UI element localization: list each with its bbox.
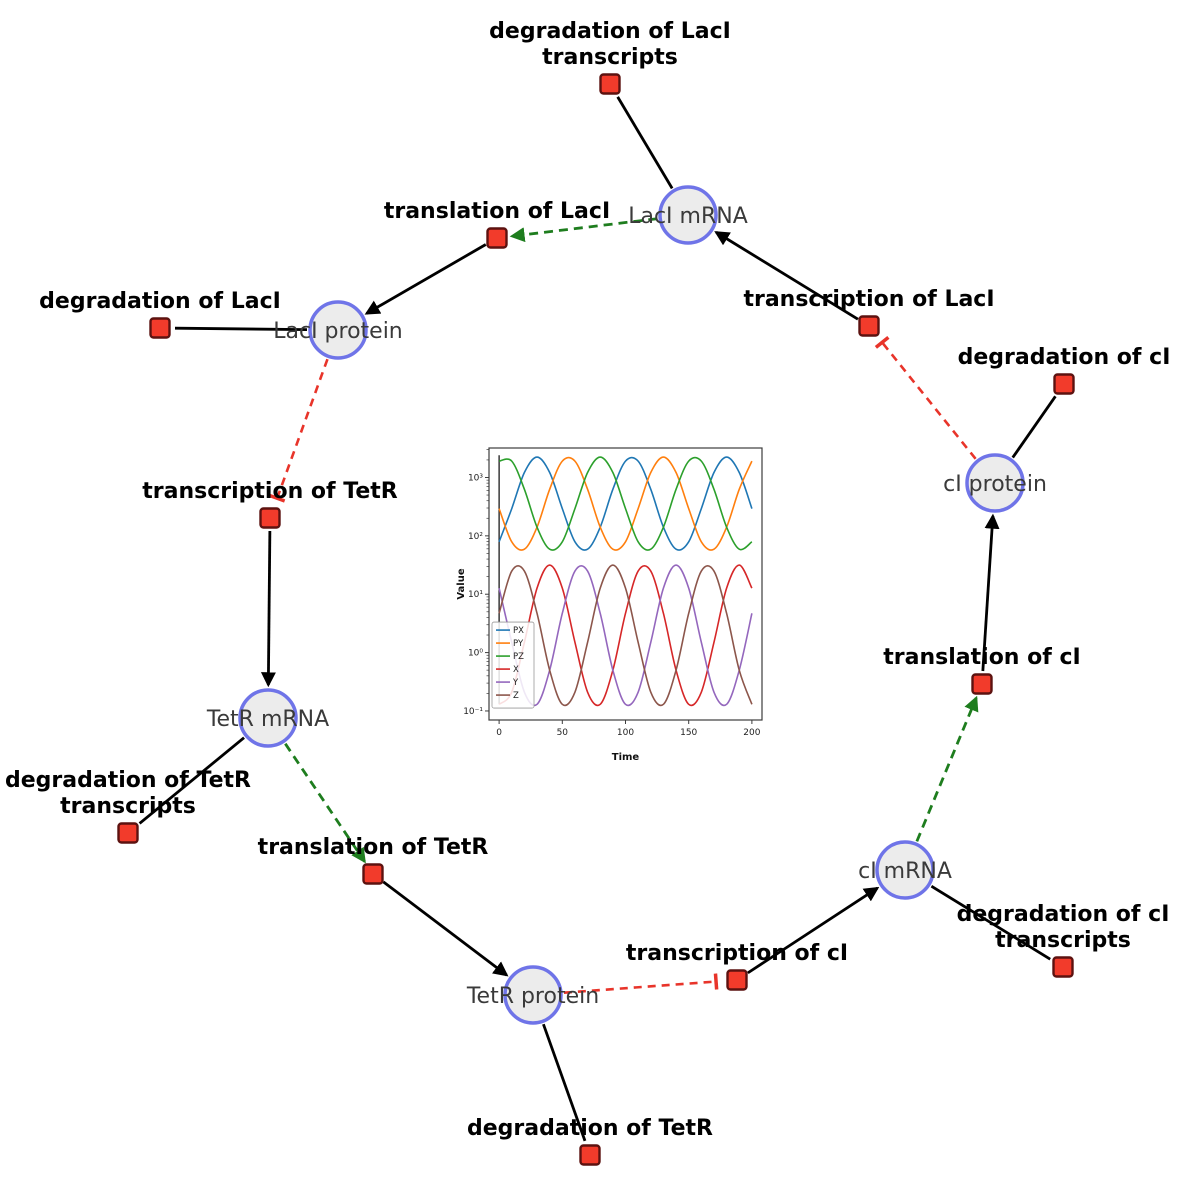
reaction-tl_ci <box>971 673 993 695</box>
edge-laci_protein-deg_laci <box>174 326 308 332</box>
reaction-label-deg_ci: degradation of cI <box>958 345 1171 370</box>
reaction-label-deg_tetr_tx: degradation of TetR <box>5 768 251 793</box>
y-tick-label: 10¹ <box>468 590 483 600</box>
y-axis-label: Value <box>456 568 467 599</box>
species-tetr_mrna <box>238 688 298 748</box>
reaction-tx_ci <box>726 969 748 991</box>
edge-tetr_protein-tx_ci <box>563 973 719 995</box>
legend-label-X: X <box>513 665 519 675</box>
y-tick-label: 10² <box>468 532 483 542</box>
edge-tl_tetr-tetr_protein <box>382 880 509 977</box>
edge-tl_ci-ci_protein <box>981 513 1000 672</box>
species-ci_protein <box>965 453 1025 513</box>
reaction-tl_laci <box>486 227 508 249</box>
edge-ci_mrna-tl_ci <box>915 695 979 842</box>
reaction-label-tl_ci: translation of cI <box>883 645 1080 670</box>
legend-label-Y: Y <box>512 678 519 688</box>
reaction-label-deg_tetr_tx: transcripts <box>60 794 196 819</box>
reaction-deg_laci_tx <box>599 73 621 95</box>
edge-tx_ci-ci_mrna <box>747 886 880 975</box>
x-tick-label: 0 <box>496 728 502 738</box>
y-tick-label: 10⁰ <box>468 649 483 659</box>
legend-label-PX: PX <box>513 626 524 636</box>
reaction-deg_ci <box>1053 373 1075 395</box>
x-tick-label: 100 <box>617 728 634 738</box>
series-PZ <box>498 456 753 551</box>
reaction-label-deg_ci_tx: degradation of cI <box>957 902 1170 927</box>
reaction-deg_ci_tx <box>1052 956 1074 978</box>
edges-layer <box>138 96 1057 1142</box>
species-label-laci_mrna: LacI mRNA <box>628 204 748 229</box>
edge-laci_protein-tx_tetr <box>269 358 329 503</box>
reaction-label-tx_ci: transcription of cI <box>626 941 848 966</box>
y-tick-label: 10⁻¹ <box>463 707 483 717</box>
edge-ci_mrna-deg_ci_tx <box>930 885 1051 961</box>
edge-ci_protein-deg_ci <box>1011 395 1057 459</box>
reaction-deg_tetr_tx <box>117 822 139 844</box>
species-laci_protein <box>308 300 368 360</box>
edge-tx_laci-laci_mrna <box>714 231 859 321</box>
edge-tetr_mrna-tl_tetr <box>284 742 366 864</box>
reaction-deg_tetr <box>579 1144 601 1166</box>
x-tick-label: 150 <box>680 728 697 738</box>
x-tick-label: 200 <box>743 728 760 738</box>
reaction-tl_tetr <box>362 863 384 885</box>
series-PY <box>498 456 753 551</box>
reaction-deg_laci <box>149 317 171 339</box>
edge-laci_mrna-tl_laci <box>509 217 658 243</box>
reaction-label-deg_laci_tx: transcripts <box>542 45 678 70</box>
species-tetr_protein <box>503 965 563 1025</box>
nodes-layer <box>117 73 1075 1166</box>
reaction-label-tl_tetr: translation of TetR <box>258 835 489 860</box>
species-label-tetr_protein: TetR protein <box>466 984 599 1009</box>
series-Z <box>498 564 753 707</box>
species-ci_mrna <box>875 840 935 900</box>
x-tick-label: 50 <box>557 728 569 738</box>
species-label-tetr_mrna: TetR mRNA <box>206 707 329 732</box>
reaction-label-deg_ci_tx: transcripts <box>995 928 1131 953</box>
reaction-label-deg_laci_tx: degradation of LacI <box>489 19 731 44</box>
edge-tetr_mrna-deg_tetr_tx <box>138 736 245 825</box>
edge-tetr_protein-deg_tetr <box>542 1023 587 1142</box>
x-axis-label: Time <box>612 752 640 763</box>
reaction-tx_tetr <box>259 507 281 529</box>
reaction-label-tx_laci: transcription of LacI <box>743 287 994 312</box>
legend-label-PZ: PZ <box>513 652 524 662</box>
reaction-label-tx_tetr: transcription of TetR <box>142 479 398 504</box>
species-laci_mrna <box>658 185 718 245</box>
reaction-label-tl_laci: translation of LacI <box>384 199 610 224</box>
edge-laci_mrna-deg_laci_tx <box>616 96 674 190</box>
legend-label-PY: PY <box>513 639 524 649</box>
species-label-ci_mrna: cI mRNA <box>858 859 952 884</box>
species-label-ci_protein: cI protein <box>943 472 1047 497</box>
series-Y <box>498 564 753 707</box>
reaction-label-deg_laci: degradation of LacI <box>39 289 281 314</box>
reaction-label-deg_tetr: degradation of TetR <box>467 1116 713 1141</box>
edge-tx_tetr-tetr_mrna <box>260 530 276 688</box>
series-PX <box>498 456 753 551</box>
edge-ci_protein-tx_laci <box>874 336 977 460</box>
legend-label-Z: Z <box>513 691 519 701</box>
edge-tl_laci-laci_protein <box>364 243 487 315</box>
reaction-tx_laci <box>858 315 880 337</box>
species-label-laci_protein: LacI protein <box>273 319 403 344</box>
series-X <box>498 564 753 707</box>
y-tick-label: 10³ <box>468 473 483 483</box>
